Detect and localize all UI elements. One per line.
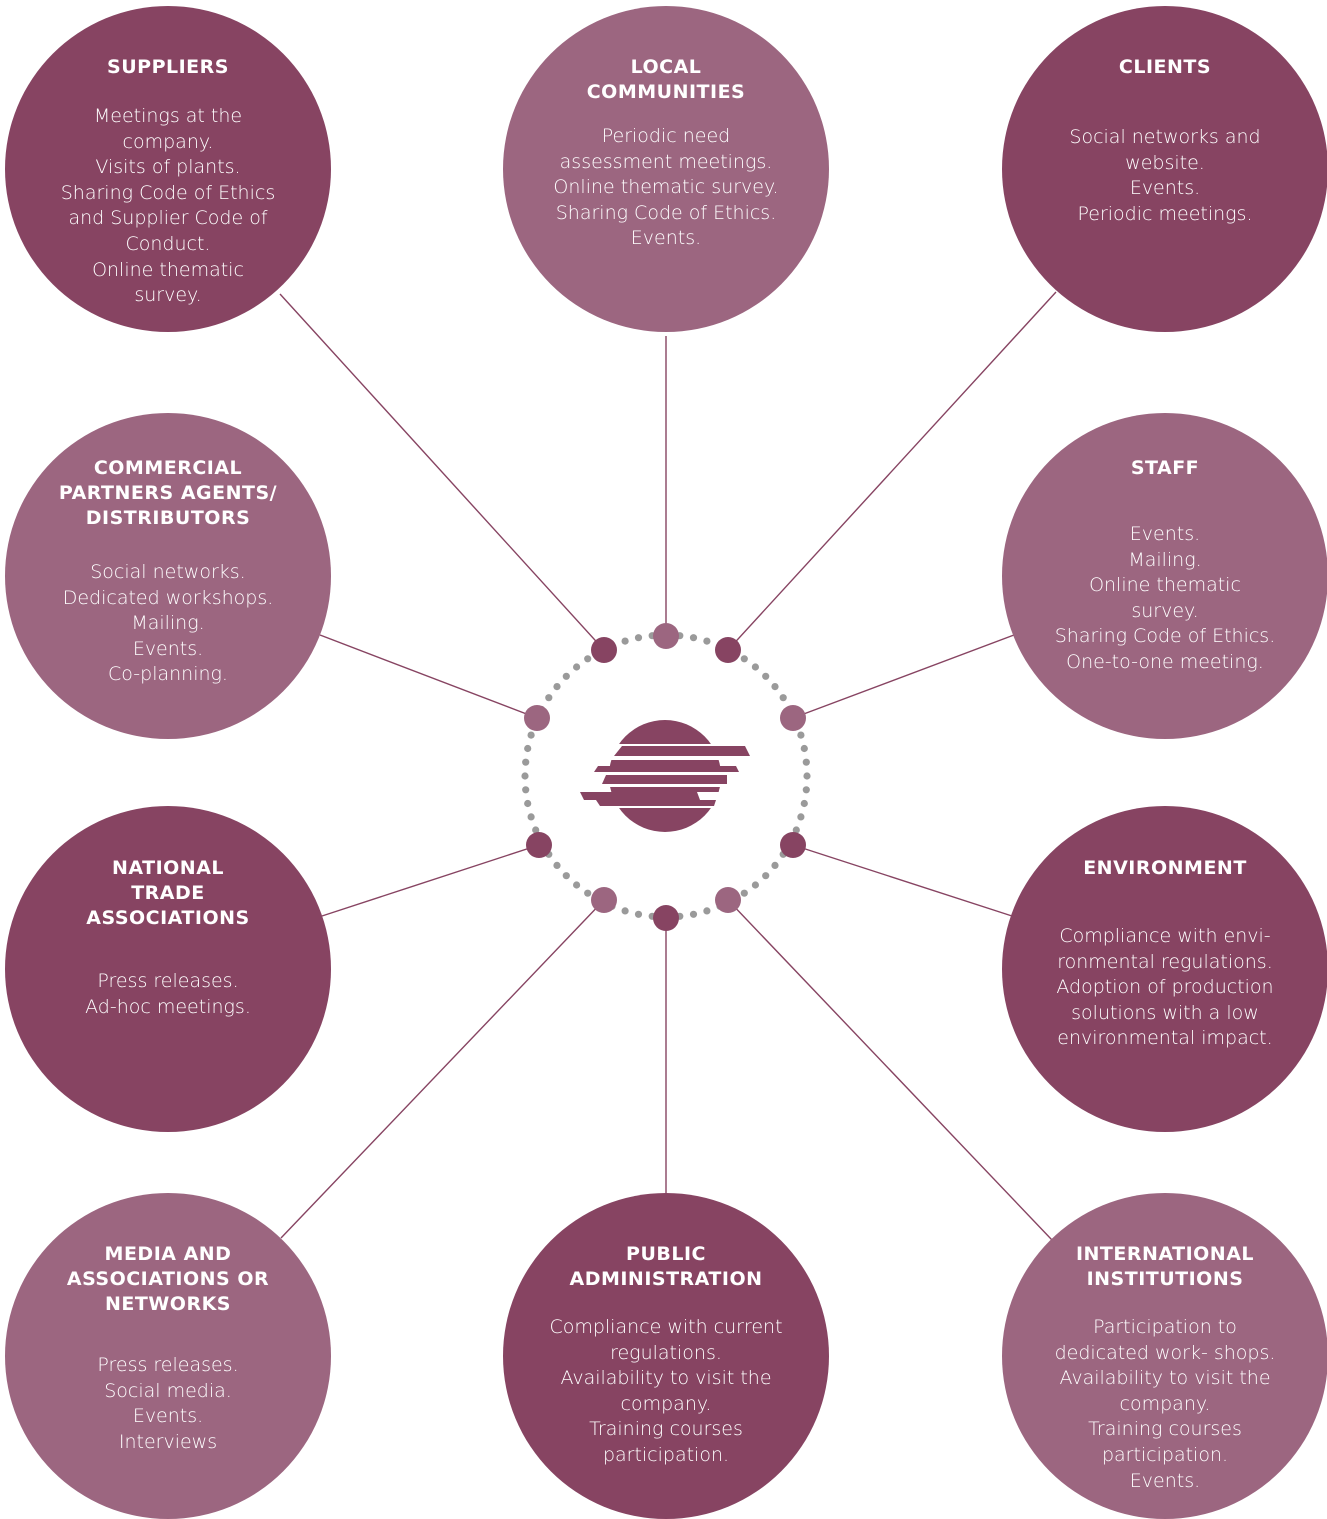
- stakeholder-channels: Events. Mailing. Online thematic survey.…: [1054, 523, 1276, 673]
- ring-dot: [740, 889, 748, 897]
- ring-dot: [751, 881, 760, 889]
- stakeholder-international-institutions: INTERNATIONAL INSTITUTIONS Participation…: [1002, 1193, 1327, 1519]
- ring-dot: [703, 907, 711, 915]
- ring-dot: [797, 731, 805, 739]
- stakeholder-staff: STAFF Events. Mailing. Online thematic s…: [1002, 413, 1327, 739]
- stakeholder-channels: Social networks. Dedicated workshops. Ma…: [62, 561, 274, 686]
- stakeholder-channels: Compliance with current regulations. Ava…: [549, 1316, 783, 1466]
- ring-dot: [527, 731, 535, 739]
- stakeholder-title: PUBLIC ADMINISTRATION: [569, 1243, 763, 1290]
- ring-dot: [584, 889, 592, 897]
- ring-dot: [621, 907, 629, 915]
- connector-staff: [792, 634, 1015, 719]
- stakeholder-title: NATIONAL TRADE ASSOCIATIONS: [86, 857, 250, 929]
- ring-node-suppliers: [591, 637, 617, 663]
- stakeholder-public-administration: PUBLIC ADMINISTRATION Compliance with cu…: [503, 1193, 829, 1519]
- ring-dot: [634, 634, 643, 642]
- stakeholder-channels: Participation to dedicated work- shops. …: [1054, 1316, 1276, 1492]
- ring-dot: [634, 910, 643, 918]
- ring-dot: [740, 655, 748, 663]
- ring-node-public-administration: [653, 905, 679, 931]
- ring-dot: [522, 758, 530, 766]
- ring-dot: [553, 683, 561, 691]
- connector-commercial-partners: [319, 634, 538, 719]
- stakeholder-title: LOCAL COMMUNITIES: [586, 56, 746, 103]
- ring-nodes: [524, 623, 806, 931]
- ring-node-media-associations: [591, 887, 617, 913]
- ring-dot: [751, 663, 760, 671]
- ring-dot: [573, 881, 581, 889]
- ring-dot: [803, 772, 811, 780]
- ring-node-staff: [780, 705, 806, 731]
- connector-environment: [792, 844, 1013, 917]
- ring-dot: [562, 872, 570, 880]
- stakeholder-suppliers: SUPPLIERS Meetings at the company. Visit…: [5, 6, 331, 332]
- ring-dot: [689, 910, 698, 918]
- ring-dot: [771, 683, 779, 691]
- stakeholder-channels: Social networks and website. Events. Per…: [1069, 126, 1261, 225]
- ring-dot: [762, 872, 770, 880]
- ring-dot: [762, 672, 770, 680]
- stakeholder-title: COMMERCIAL PARTNERS AGENTS/ DISTRIBUTORS: [58, 457, 278, 529]
- ring-dot: [792, 826, 800, 834]
- stakeholder-local-communities: LOCAL COMMUNITIES Periodic need assessme…: [503, 6, 829, 332]
- ring-dot: [573, 663, 581, 671]
- stakeholder-channels: Meetings at the company. Visits of plant…: [60, 105, 276, 307]
- ring-node-international-institutions: [715, 887, 741, 913]
- connector-suppliers: [279, 293, 605, 651]
- ring-dot: [802, 758, 810, 766]
- ring-node-national-trade-associations: [526, 832, 552, 858]
- ring-node-environment: [780, 832, 806, 858]
- ring-dot: [779, 694, 787, 702]
- ring-dot: [524, 799, 532, 808]
- ring-node-clients: [715, 637, 741, 663]
- stakeholder-title: INTERNATIONAL INSTITUTIONS: [1075, 1243, 1255, 1290]
- connector-national-trade-associations: [321, 844, 540, 917]
- connector-international-institutions: [727, 899, 1053, 1241]
- ring-dot: [532, 826, 540, 834]
- ring-dot: [703, 637, 711, 645]
- stakeholder-title: ENVIRONMENT: [1083, 857, 1247, 879]
- stakeholder-clients: CLIENTS Social networks and website. Eve…: [1002, 6, 1327, 332]
- ring-dot: [800, 744, 808, 753]
- ring-dot: [524, 744, 532, 753]
- ring-dot: [522, 786, 530, 794]
- stakeholder-environment: ENVIRONMENT Compliance with envi- ronmen…: [1002, 806, 1327, 1132]
- stakeholder-channels: Press releases. Ad-hoc meetings.: [85, 970, 251, 1018]
- connector-media-associations: [280, 899, 605, 1239]
- stakeholder-title: CLIENTS: [1118, 56, 1212, 78]
- stakeholder-title: STAFF: [1130, 457, 1200, 479]
- ring-dot: [545, 694, 553, 702]
- connector-lines: [279, 291, 1057, 1241]
- stakeholder-national-trade-associations: NATIONAL TRADE ASSOCIATIONS Press releas…: [5, 806, 331, 1132]
- ring-dot: [689, 634, 698, 642]
- ring-dot: [802, 786, 810, 794]
- ring-dot: [562, 672, 570, 680]
- ring-node-commercial-partners: [524, 705, 550, 731]
- stakeholder-commercial-partners: COMMERCIAL PARTNERS AGENTS/ DISTRIBUTORS…: [5, 413, 331, 739]
- ring-dot: [521, 772, 529, 780]
- ring-dot: [553, 861, 561, 870]
- stakeholder-channels: Periodic need assessment meetings. Onlin…: [553, 125, 779, 250]
- ring-dot: [800, 799, 808, 808]
- ring-node-local-communities: [653, 623, 679, 649]
- stakeholder-title: SUPPLIERS: [107, 56, 229, 78]
- stakeholder-channels: Compliance with envi- ronmental regulati…: [1056, 925, 1274, 1050]
- ring-dot: [797, 813, 805, 821]
- connector-clients: [727, 291, 1057, 651]
- ring-dot: [584, 655, 592, 663]
- stakeholder-title: MEDIA AND ASSOCIATIONS OR NETWORKS: [66, 1243, 270, 1315]
- company-logo-icon: [580, 720, 750, 832]
- stakeholder-channels: Press releases. Social media. Events. In…: [97, 1354, 239, 1453]
- ring-dot: [621, 637, 629, 645]
- stakeholder-media-associations: MEDIA AND ASSOCIATIONS OR NETWORKS Press…: [5, 1193, 331, 1519]
- ring-dot: [527, 813, 535, 821]
- ring-dot: [771, 861, 779, 870]
